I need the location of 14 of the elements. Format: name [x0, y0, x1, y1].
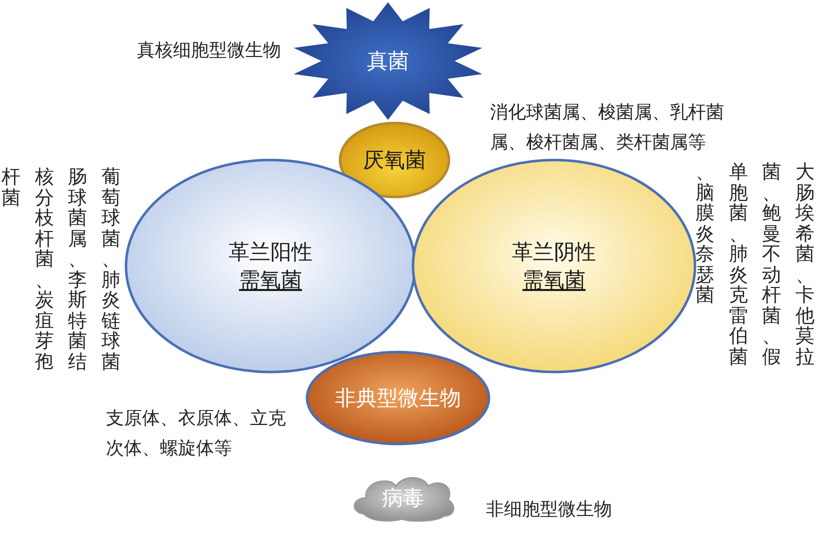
node-label: 真菌: [367, 48, 409, 75]
node-label: 需氧菌: [239, 267, 302, 294]
note-text: 真核细胞型微生物: [137, 39, 282, 63]
node-label: 革兰阳性: [228, 239, 312, 266]
node-label: 革兰阴性: [512, 239, 596, 266]
note-text: 非细胞型微生物: [486, 498, 613, 522]
note-text: 支原体、衣原体、立克次体、螺旋体等: [106, 407, 287, 461]
node-label: 病毒: [382, 485, 424, 512]
vertical-note: 大肠埃希菌、卡他莫拉菌、鲍曼不动杆菌、假单胞菌、肺炎克雷伯菌、脑膜炎奈瑟菌: [694, 162, 816, 370]
node-label: 厌氧菌: [363, 147, 426, 174]
note-text: 消化球菌属、梭菌属、乳杆菌属、梭杆菌属、类杆菌属等: [490, 101, 725, 155]
node-label: 需氧菌: [522, 267, 586, 294]
node-label: 非典型微生物: [335, 385, 461, 412]
vertical-note: 葡萄球菌、肺炎链球菌肠球菌属、李斯特菌结核分枝杆菌、炭疽芽孢杆菌: [0, 167, 122, 374]
